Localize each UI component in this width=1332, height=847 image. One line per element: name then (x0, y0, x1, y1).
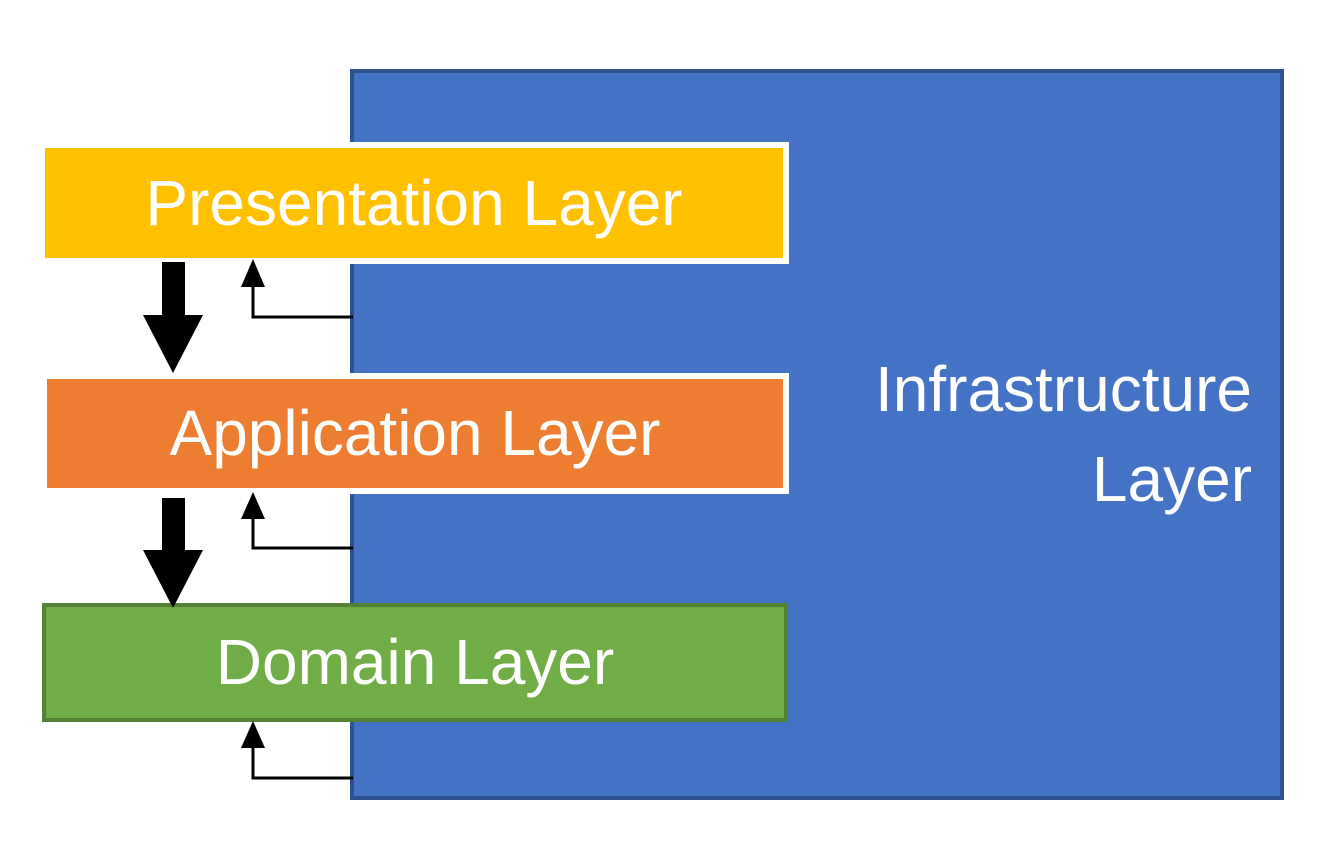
presentation-layer-box: Presentation Layer (39, 142, 789, 264)
up-arrow-infrastructure-to-domain-icon (241, 721, 353, 780)
domain-layer-label: Domain Layer (215, 626, 615, 699)
down-arrow-presentation-to-application-icon (143, 262, 203, 373)
up-arrow-infrastructure-to-application-icon (241, 492, 353, 550)
down-arrow-application-to-domain-icon (143, 498, 203, 608)
presentation-layer-label: Presentation Layer (145, 166, 683, 239)
application-layer-box: Application Layer (41, 373, 789, 494)
up-arrow-infrastructure-to-presentation-icon (241, 259, 353, 319)
domain-layer-box: Domain Layer (42, 603, 788, 722)
application-layer-label: Application Layer (169, 397, 661, 470)
infrastructure-layer-label: Infrastructure Layer (874, 352, 1252, 515)
